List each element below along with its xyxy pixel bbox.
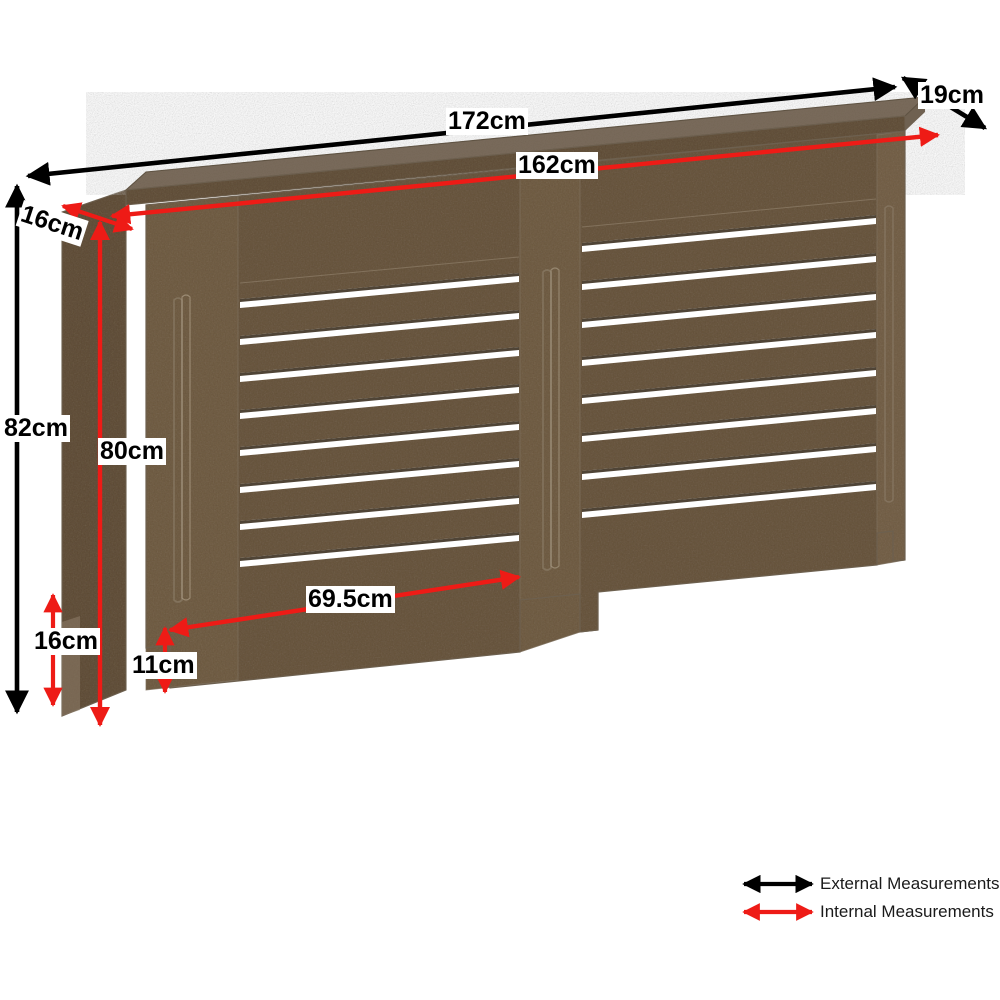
- dim-depth-internal-line: [61, 202, 134, 233]
- centre-stile-face: [520, 163, 580, 652]
- legend-label-external: External Measurements: [820, 874, 1000, 893]
- slat-gap-shadow: [582, 481, 876, 512]
- dim-label-width-internal: 162cm: [516, 151, 598, 179]
- left-panel-top-edge: [239, 256, 520, 284]
- right-leg-notch: [892, 531, 906, 562]
- slat-gap-shadow: [582, 405, 876, 436]
- dim-label-width-external: 172cm: [446, 107, 528, 135]
- dim-label-height-external: 82cm: [2, 414, 70, 442]
- legend-label-internal: Internal Measurements: [820, 902, 994, 921]
- slat-gap-shadow: [240, 532, 519, 561]
- left-slat-gaps: [240, 273, 519, 567]
- slat-gap-shadow: [582, 367, 876, 398]
- left-end-panel-outline: [61, 189, 127, 717]
- slat-gap-shadow: [240, 495, 519, 524]
- slat-gap-shadow: [582, 329, 876, 360]
- dim-label-height-internal: 80cm: [98, 437, 166, 465]
- dim-label-leg-external: 16cm: [32, 627, 100, 655]
- dim-label-panel-internal: 69.5cm: [306, 585, 395, 613]
- right-slat-panel: [581, 198, 877, 518]
- left-slat-panel: [239, 256, 520, 567]
- dim-depth-internal: [61, 202, 134, 233]
- right-stile: [876, 130, 906, 566]
- right-stile-face: [877, 131, 905, 565]
- centre-stile: [519, 162, 581, 653]
- slat-gap-shadow: [240, 421, 519, 450]
- slat-gap-shadow: [582, 291, 876, 322]
- centre-leg-notch: [579, 592, 599, 633]
- dim-label-depth-external: 19cm: [918, 81, 986, 109]
- slat-gap-shadow: [582, 443, 876, 474]
- slat-gap-shadow: [240, 384, 519, 413]
- centre-stile-groove-highlight: [550, 267, 560, 569]
- slat-gap-shadow: [240, 458, 519, 487]
- centre-stile-groove: [542, 269, 552, 571]
- slat-gap-shadow: [240, 310, 519, 339]
- cabinet-body: [61, 96, 927, 717]
- slat-gap-shadow: [240, 273, 519, 302]
- slat-gap-shadow: [582, 253, 876, 284]
- right-slat-gaps: [582, 215, 876, 518]
- left-stile-face: [146, 196, 238, 690]
- dim-label-leg-internal: 11cm: [130, 651, 197, 679]
- legend-arrows: [742, 874, 814, 921]
- slat-gap-shadow: [240, 347, 519, 376]
